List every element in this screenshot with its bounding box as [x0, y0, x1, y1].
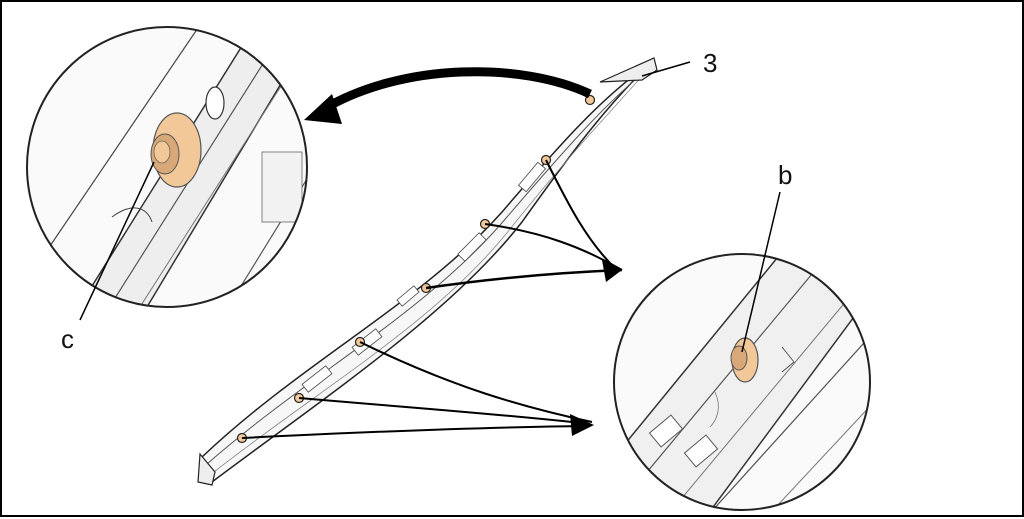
detail-b-label: b — [778, 160, 793, 190]
detail-circle-left — [26, 26, 308, 308]
detail-arrow — [304, 67, 592, 124]
leader-lines — [241, 159, 623, 439]
part-number-label: 3 — [703, 48, 718, 78]
detail-c-label: c — [61, 324, 74, 354]
detail-circle-right — [613, 253, 871, 511]
label-leaders — [79, 61, 781, 353]
